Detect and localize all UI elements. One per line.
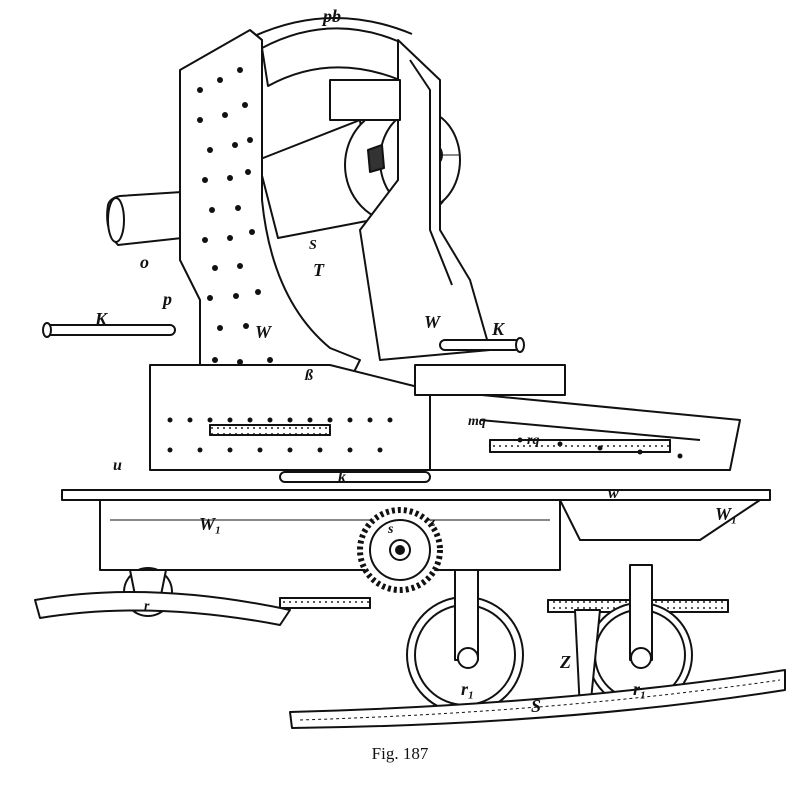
label-s: s — [387, 522, 394, 537]
label-r1-left: r₁ — [461, 679, 474, 699]
rail-arc-left — [34, 591, 291, 626]
label-mq: mq — [468, 414, 486, 429]
label-r1-right: r₁ — [633, 679, 646, 699]
label-S-top: S — [309, 238, 317, 253]
label-r-small: r — [144, 599, 150, 614]
crank-handle-left — [42, 322, 176, 338]
drawing-labels: pb o p K K W W T S ß mq rq k u W₁ W₁ s z… — [94, 6, 737, 716]
top-yoke — [249, 17, 413, 87]
label-K-right: K — [491, 319, 506, 339]
label-K-left: K — [94, 309, 109, 329]
right-side-plate — [329, 39, 491, 361]
wheel-r1-right — [587, 564, 693, 708]
grating-platform — [489, 439, 671, 453]
deck-platform — [61, 489, 771, 571]
traverse-shaft — [279, 471, 431, 483]
label-Z: Z — [559, 652, 571, 672]
crank-handle-right — [439, 337, 525, 353]
rivets-frame — [167, 417, 683, 459]
label-T: T — [313, 260, 325, 280]
label-W1-left: W₁ — [199, 514, 221, 534]
label-k: k — [338, 469, 346, 486]
label-pb: pb — [321, 6, 341, 26]
label-u: u — [113, 457, 122, 474]
label-o: o — [140, 252, 149, 272]
figure-caption: Fig. 187 — [371, 744, 429, 763]
lower-frame — [149, 364, 741, 471]
label-W1-right: W₁ — [715, 504, 737, 524]
label-rq: rq — [527, 433, 539, 448]
label-p: p — [161, 289, 172, 309]
gear-wheel — [357, 507, 443, 593]
label-W-right: W — [424, 312, 442, 332]
label-W-left: W — [255, 322, 273, 342]
barrel-breech — [106, 191, 183, 246]
rail-track — [289, 669, 786, 729]
label-z: z — [429, 515, 436, 530]
label-ß: ß — [304, 367, 313, 384]
footboard-left — [209, 424, 331, 436]
label-w: w — [608, 485, 619, 502]
label-S-rail: S — [531, 696, 541, 716]
